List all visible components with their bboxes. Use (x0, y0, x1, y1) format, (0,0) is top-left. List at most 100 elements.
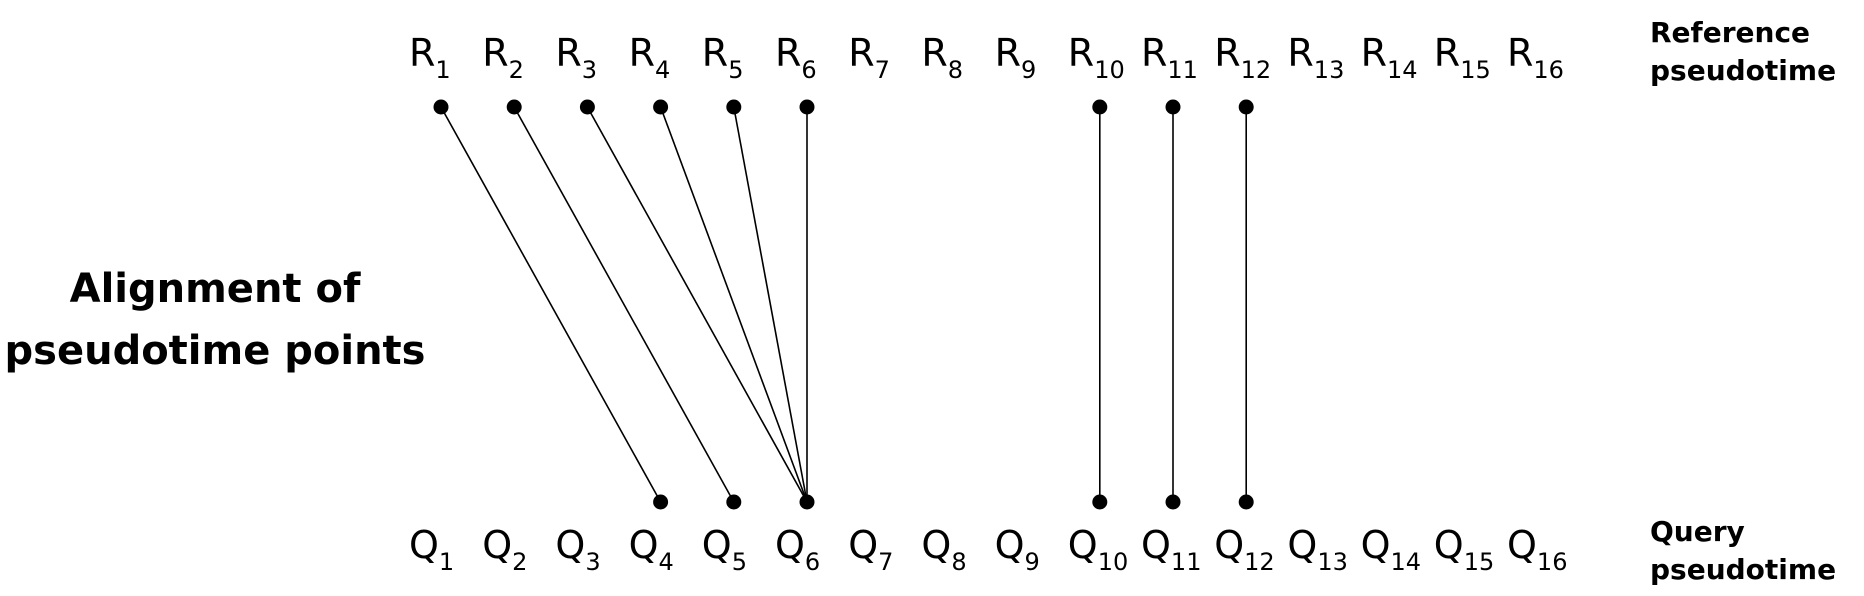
title-line-2: pseudotime points (4, 328, 426, 374)
query-dot (1238, 494, 1254, 510)
query-point-letter: Q (921, 523, 951, 567)
reference-point-index: 1 (435, 56, 450, 84)
reference-dot (1238, 99, 1254, 115)
query-point-index: 14 (1391, 548, 1422, 576)
query-point-letter: Q (1507, 523, 1537, 567)
reference-point-label: R5 (702, 31, 744, 84)
query-point-index: 13 (1317, 548, 1348, 576)
reference-point-letter: R (775, 31, 801, 75)
query-point-letter: Q (995, 523, 1025, 567)
reference-dot (1165, 99, 1181, 115)
query-point-label: Q9 (995, 523, 1040, 576)
alignment-line (440, 106, 662, 503)
query-point-index: 15 (1464, 548, 1495, 576)
alignment-lines (440, 106, 1247, 503)
reference-point-letter: R (555, 31, 581, 75)
query-point-letter: Q (1287, 523, 1317, 567)
reference-dot (433, 99, 449, 115)
query-point-letter: Q (1141, 523, 1171, 567)
query-point-label: Q16 (1507, 523, 1567, 576)
query-point-label: Q3 (555, 523, 600, 576)
reference-point-label: R6 (775, 31, 817, 84)
query-point-index: 3 (585, 548, 600, 576)
reference-point-letter: R (848, 31, 874, 75)
reference-dot (579, 99, 595, 115)
query-point-label: Q11 (1141, 523, 1201, 576)
query-point-label: Q2 (482, 523, 527, 576)
query-point-letter: Q (775, 523, 805, 567)
reference-point-letter: R (409, 31, 435, 75)
reference-dot (799, 99, 815, 115)
query-point-index: 10 (1098, 548, 1129, 576)
query-point-letter: Q (848, 523, 878, 567)
query-point-label: Q1 (409, 523, 454, 576)
query-label-line-2: pseudotime (1650, 553, 1837, 586)
reference-point-index: 9 (1021, 56, 1036, 84)
query-point-letter: Q (1361, 523, 1391, 567)
query-point-index: 7 (878, 548, 893, 576)
query-point-letter: Q (555, 523, 585, 567)
reference-point-letter: R (1287, 31, 1313, 75)
reference-point-letter: R (482, 31, 508, 75)
reference-point-index: 6 (801, 56, 816, 84)
query-point-letter: Q (702, 523, 732, 567)
query-dot (653, 494, 669, 510)
reference-point-index: 12 (1241, 56, 1272, 84)
reference-point-letter: R (921, 31, 947, 75)
reference-point-index: 14 (1387, 56, 1418, 84)
reference-point-label: R11 (1141, 31, 1198, 84)
reference-point-label: R9 (995, 31, 1037, 84)
reference-point-index: 7 (875, 56, 890, 84)
diagram-title: Alignment of pseudotime points (0, 258, 430, 382)
query-point-index: 12 (1244, 548, 1275, 576)
reference-dot (506, 99, 522, 115)
query-point-letter: Q (629, 523, 659, 567)
query-point-index: 5 (732, 548, 747, 576)
query-dot (1092, 494, 1108, 510)
reference-point-index: 15 (1460, 56, 1491, 84)
reference-dot (726, 99, 742, 115)
reference-point-label: R7 (848, 31, 890, 84)
reference-point-letter: R (1141, 31, 1167, 75)
reference-point-index: 4 (655, 56, 670, 84)
reference-point-letter: R (1068, 31, 1094, 75)
alignment-dots (433, 99, 1254, 510)
reference-point-letter: R (702, 31, 728, 75)
query-point-label: Q7 (848, 523, 893, 576)
alignment-line (513, 106, 735, 503)
reference-point-index: 3 (582, 56, 597, 84)
reference-point-index: 8 (948, 56, 963, 84)
reference-point-letter: R (995, 31, 1021, 75)
reference-point-index: 11 (1167, 56, 1198, 84)
query-point-index: 4 (659, 548, 674, 576)
reference-point-label: R4 (629, 31, 671, 84)
reference-point-letter: R (1434, 31, 1460, 75)
reference-point-index: 2 (509, 56, 524, 84)
reference-point-index: 16 (1533, 56, 1564, 84)
query-point-label: Q15 (1434, 523, 1494, 576)
reference-point-letter: R (1361, 31, 1387, 75)
reference-point-label: R10 (1068, 31, 1125, 84)
reference-point-label: R8 (921, 31, 963, 84)
query-dot (1165, 494, 1181, 510)
query-point-index: 16 (1537, 548, 1568, 576)
reference-point-label: R3 (555, 31, 597, 84)
query-point-label: Q6 (775, 523, 820, 576)
query-point-letter: Q (1434, 523, 1464, 567)
query-label-line-1: Query (1650, 515, 1745, 548)
alignment-line (586, 106, 808, 503)
reference-pseudotime-label: Reference pseudotime (1650, 14, 1836, 90)
reference-point-letter: R (629, 31, 655, 75)
query-point-index: 9 (1025, 548, 1040, 576)
reference-point-label: R12 (1214, 31, 1271, 84)
reference-label-line-1: Reference (1650, 16, 1811, 49)
reference-point-label: R2 (482, 31, 524, 84)
query-pseudotime-label: Query pseudotime (1650, 513, 1836, 589)
query-dot (799, 494, 815, 510)
reference-point-label: R1 (409, 31, 451, 84)
query-point-index: 1 (439, 548, 454, 576)
query-point-letter: Q (1068, 523, 1098, 567)
